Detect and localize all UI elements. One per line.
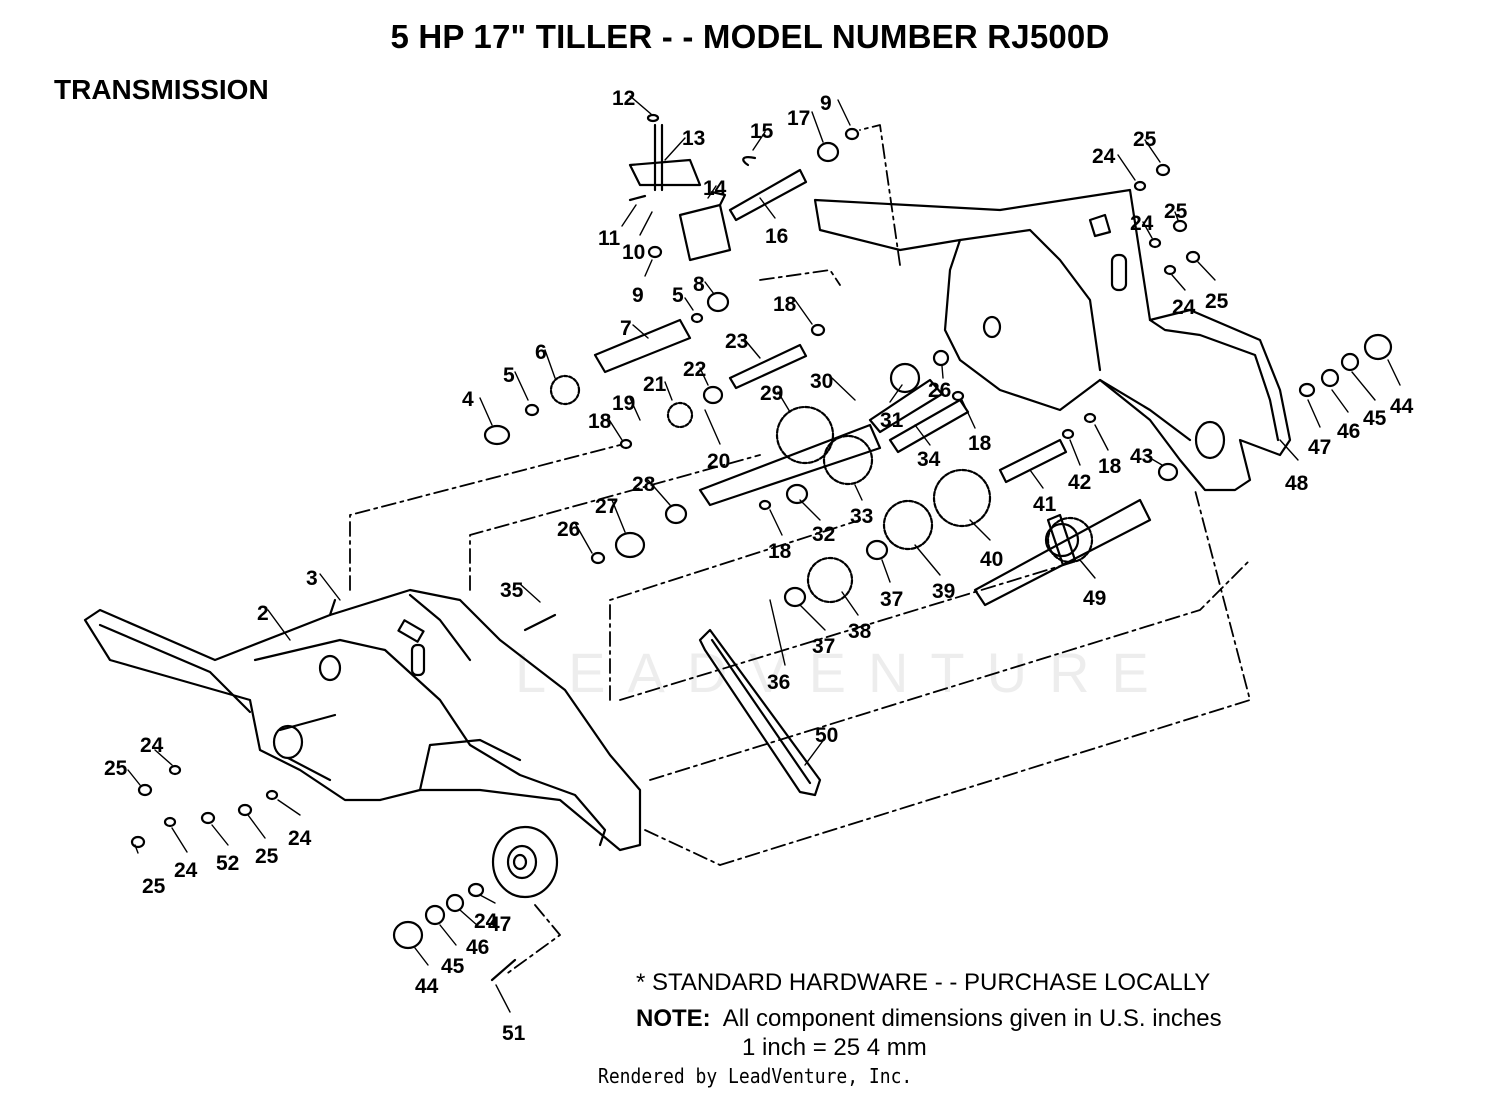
drive-belt xyxy=(698,628,822,797)
callout-38: 38 xyxy=(848,620,872,643)
callout-18: 18 xyxy=(1098,455,1122,478)
callout-45: 45 xyxy=(1363,407,1387,430)
callout-4: 4 xyxy=(462,388,474,411)
callout-42: 42 xyxy=(1068,471,1091,494)
callout-21: 21 xyxy=(643,373,667,396)
callout-24: 24 xyxy=(174,859,198,882)
callout-8: 8 xyxy=(693,273,705,296)
footer-notes: * STANDARD HARDWARE - - PURCHASE LOCALLY… xyxy=(636,968,1222,1034)
callout-13: 13 xyxy=(682,127,705,150)
callout-7: 7 xyxy=(620,317,632,340)
shift-lever-assembly xyxy=(628,113,757,262)
callout-6: 6 xyxy=(535,341,547,364)
callout-51: 51 xyxy=(502,1022,526,1045)
callout-47: 47 xyxy=(1308,436,1331,459)
callout-9: 9 xyxy=(820,92,832,115)
conversion-note: 1 inch = 25 4 mm xyxy=(742,1034,927,1061)
note-text: All component dimensions given in U.S. i… xyxy=(722,1005,1222,1032)
callout-27: 27 xyxy=(595,495,618,518)
callout-24: 24 xyxy=(474,910,498,933)
callout-18: 18 xyxy=(773,293,797,316)
callout-34: 34 xyxy=(917,448,941,471)
callout-31: 31 xyxy=(880,409,904,432)
callout-9: 9 xyxy=(632,284,644,307)
callout-28: 28 xyxy=(632,473,656,496)
callout-24: 24 xyxy=(1172,296,1196,319)
callout-46: 46 xyxy=(1337,420,1360,443)
callout-43: 43 xyxy=(1130,445,1153,468)
callout-37: 37 xyxy=(880,588,903,611)
callout-18: 18 xyxy=(768,540,792,563)
section-heading: TRANSMISSION xyxy=(54,74,269,105)
callout-30: 30 xyxy=(810,370,833,393)
callout-12: 12 xyxy=(612,87,635,110)
callout-25: 25 xyxy=(1164,200,1188,223)
callout-48: 48 xyxy=(1285,472,1309,495)
standard-hardware-note: * STANDARD HARDWARE - - PURCHASE LOCALLY xyxy=(636,969,1211,996)
callout-37: 37 xyxy=(812,635,835,658)
lower-pulley xyxy=(491,825,559,899)
callout-52: 52 xyxy=(216,852,239,875)
callout-35: 35 xyxy=(500,579,524,602)
callout-18: 18 xyxy=(968,432,992,455)
callout-25: 25 xyxy=(255,845,279,868)
small-hardware xyxy=(130,127,1393,982)
callout-25: 25 xyxy=(104,757,128,780)
left-chaincase-housing xyxy=(83,588,642,852)
callout-5: 5 xyxy=(503,364,515,387)
callout-22: 22 xyxy=(683,358,706,381)
callout-16: 16 xyxy=(765,225,788,248)
callout-45: 45 xyxy=(441,955,465,978)
callout-5: 5 xyxy=(672,284,684,307)
callout-26: 26 xyxy=(928,379,951,402)
callout-33: 33 xyxy=(850,505,873,528)
callout-19: 19 xyxy=(612,392,635,415)
dimensions-note: NOTE: All component dimensions given in … xyxy=(636,1004,1222,1034)
callout-41: 41 xyxy=(1033,493,1057,516)
callout-23: 23 xyxy=(725,330,748,353)
callout-17: 17 xyxy=(787,107,810,130)
tine-shaft-flange xyxy=(1044,513,1080,567)
leader-lines xyxy=(127,95,1401,1013)
watermark: LEADVENTURE xyxy=(515,641,1171,704)
callout-25: 25 xyxy=(1205,290,1229,313)
callout-44: 44 xyxy=(1390,395,1414,418)
callout-11: 11 xyxy=(598,227,621,250)
right-chaincase-housing xyxy=(813,188,1292,492)
callout-29: 29 xyxy=(760,382,783,405)
callout-47: 47 xyxy=(488,913,511,936)
callout-25: 25 xyxy=(1133,128,1157,151)
callout-20: 20 xyxy=(707,450,730,473)
callout-3: 3 xyxy=(306,567,318,590)
callout-25: 25 xyxy=(142,875,166,898)
callout-49: 49 xyxy=(1083,587,1106,610)
callout-14: 14 xyxy=(703,177,727,200)
callout-24: 24 xyxy=(288,827,312,850)
callout-2: 2 xyxy=(257,602,269,625)
callout-18: 18 xyxy=(588,410,612,433)
note-label: NOTE: xyxy=(636,1005,711,1032)
render-credit: Rendered by LeadVenture, Inc. xyxy=(598,1064,913,1088)
page-title: 5 HP 17" TILLER - - MODEL NUMBER RJ500D xyxy=(390,18,1110,55)
callout-26: 26 xyxy=(557,518,580,541)
callout-15: 15 xyxy=(750,120,774,143)
callout-24: 24 xyxy=(140,734,164,757)
shafts xyxy=(593,168,1152,607)
callout-46: 46 xyxy=(466,936,489,959)
callout-10: 10 xyxy=(622,241,645,264)
callout-36: 36 xyxy=(767,671,790,694)
alignment-lines xyxy=(349,124,1251,976)
callout-50: 50 xyxy=(815,724,838,747)
callout-44: 44 xyxy=(415,975,439,998)
callout-40: 40 xyxy=(980,548,1003,571)
callout-24: 24 xyxy=(1092,145,1116,168)
callout-32: 32 xyxy=(812,523,835,546)
callout-24: 24 xyxy=(1130,212,1154,235)
callout-39: 39 xyxy=(932,580,955,603)
